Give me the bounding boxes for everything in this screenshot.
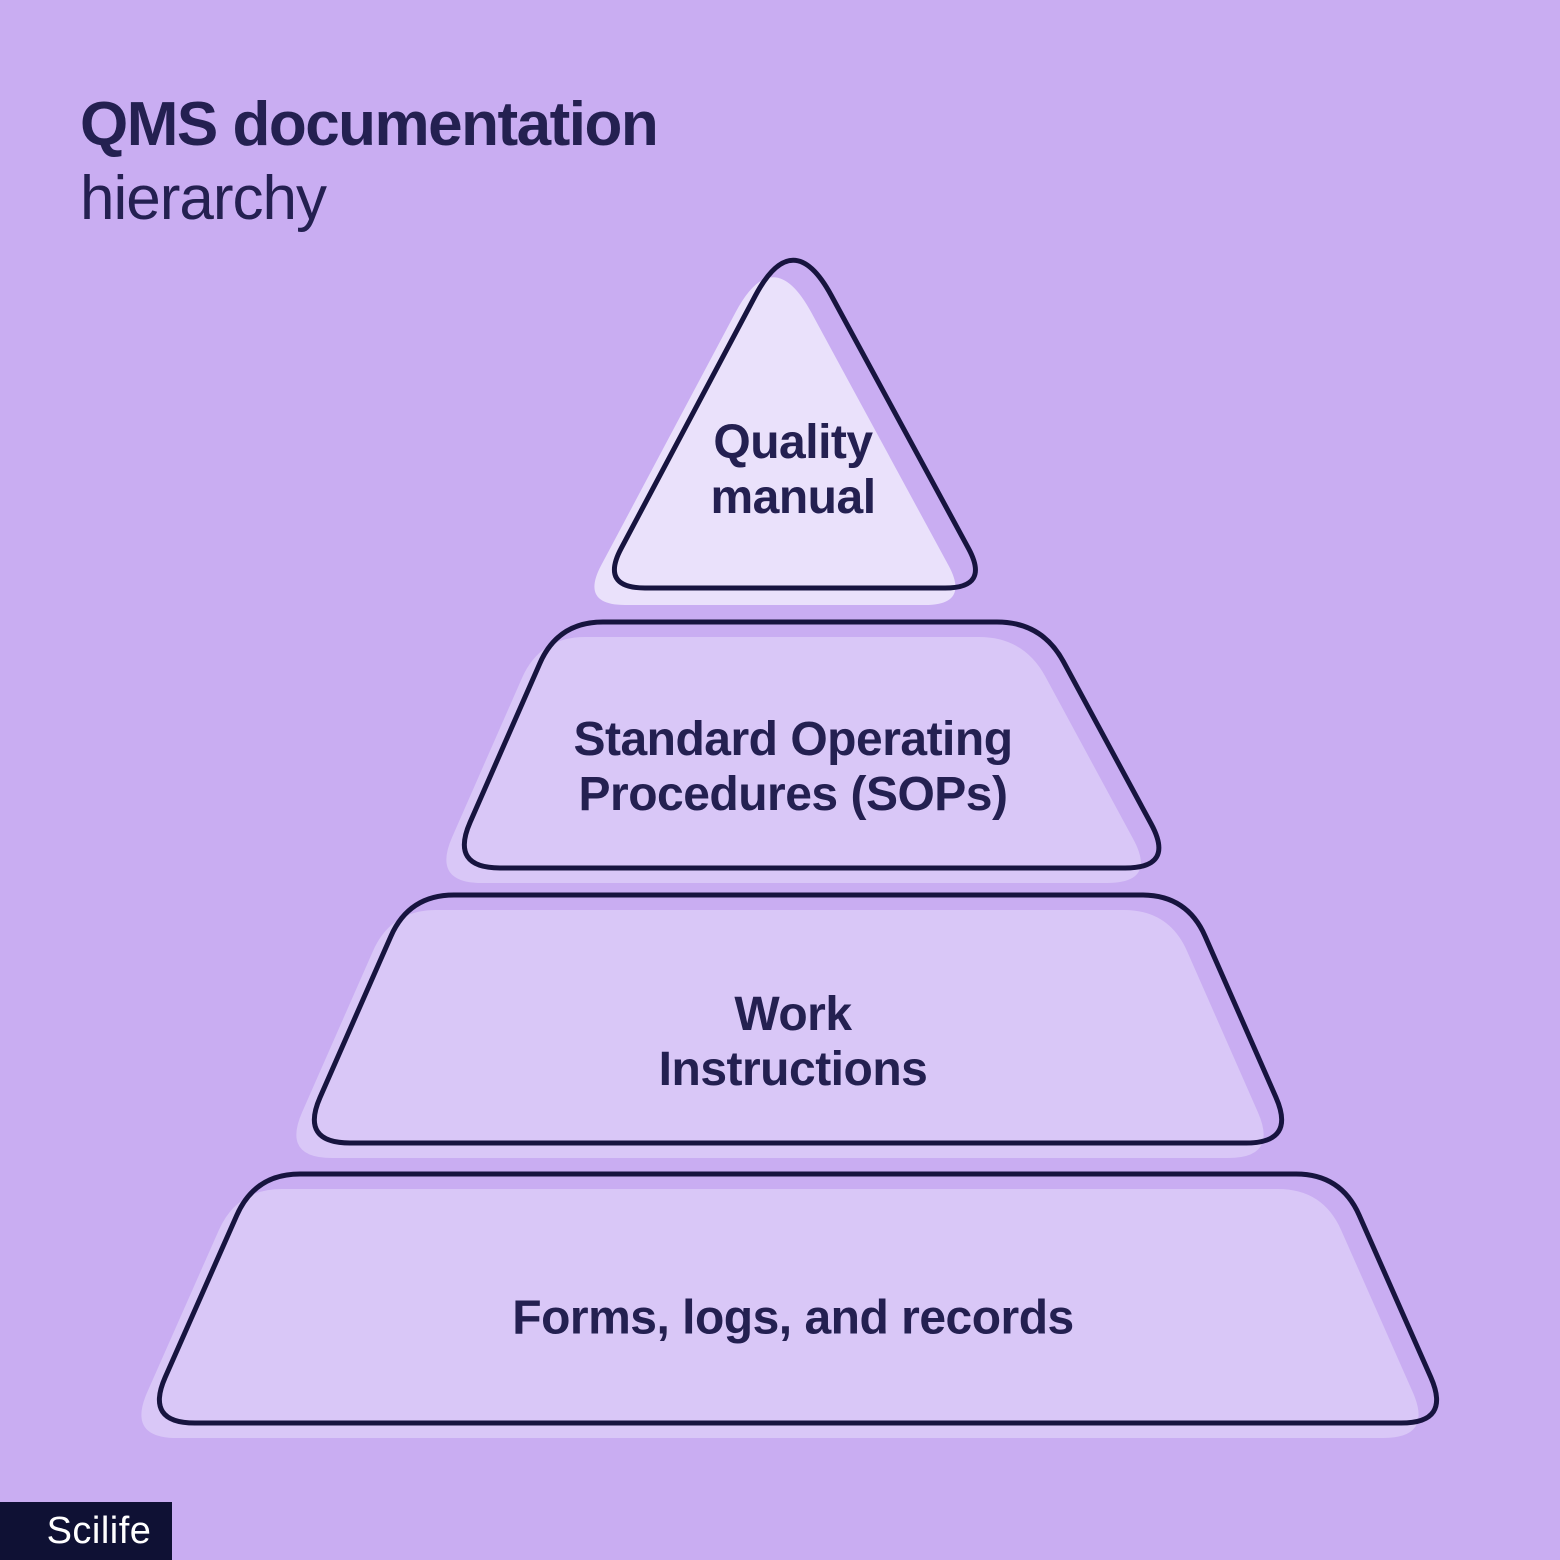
label-line: Standard Operating (573, 713, 1013, 766)
page-title: QMS documentation (80, 90, 659, 159)
label-line: manual (710, 471, 876, 524)
label-sops: Standard Operating Procedures (SOPs) (573, 712, 1013, 822)
scilife-logo: Scilife (0, 1502, 172, 1560)
label-quality-manual: Quality manual (710, 415, 876, 525)
label-line: Forms, logs, and records (512, 1291, 1074, 1345)
label-forms-logs-records: Forms, logs, and records (512, 1291, 1074, 1346)
label-work-instructions: Work Instructions (659, 987, 928, 1097)
scilife-logo-text: Scilife (46, 1509, 152, 1552)
page-subtitle: hierarchy (80, 164, 327, 233)
label-line: Procedures (SOPs) (578, 768, 1008, 821)
label-line: Work (734, 988, 852, 1041)
label-line: Instructions (658, 1043, 928, 1096)
label-line: Quality (713, 416, 873, 469)
title-block: QMS documentation hierarchy (80, 88, 659, 236)
